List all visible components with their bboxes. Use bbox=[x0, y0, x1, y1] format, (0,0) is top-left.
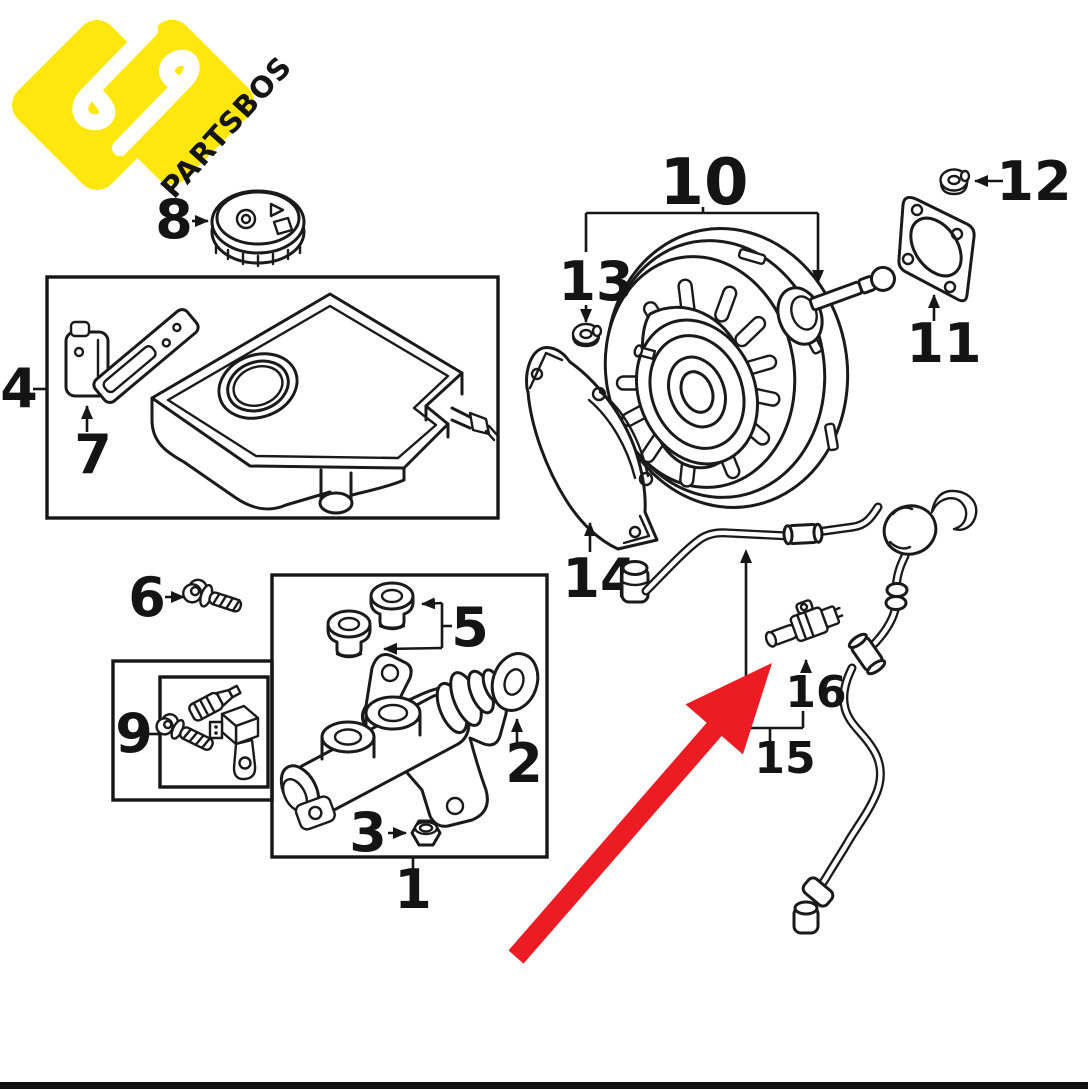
highlight-arrow bbox=[508, 663, 772, 964]
part-11-gasket-icon bbox=[897, 196, 976, 303]
group-box-4 bbox=[45, 275, 500, 520]
logo-shape-icon bbox=[11, 19, 255, 191]
leader-10-bracket bbox=[584, 207, 818, 252]
callout-9: 9 bbox=[115, 702, 153, 765]
part-4-fluid-reservoir-icon bbox=[150, 292, 500, 515]
leader-5a bbox=[421, 597, 443, 610]
part-15-vacuum-pipe-icon bbox=[620, 489, 978, 935]
part-13-nut-icon bbox=[571, 322, 603, 348]
callout-3: 3 bbox=[349, 801, 387, 864]
callout-6: 6 bbox=[128, 566, 166, 629]
part-1-master-cylinder-icon bbox=[279, 653, 508, 831]
part-7-retainer-clip-icon bbox=[64, 308, 200, 404]
callout-4: 4 bbox=[0, 357, 38, 420]
leader-15-arrowhead bbox=[740, 549, 752, 563]
part-6-bolt-icon bbox=[182, 578, 243, 613]
part-14-heat-shield-icon bbox=[525, 346, 659, 551]
callout-11: 11 bbox=[906, 312, 981, 375]
group-box-9-outer bbox=[111, 659, 274, 802]
bottom-bar bbox=[0, 1082, 1088, 1089]
leader-5b bbox=[383, 642, 443, 655]
partsbos-logo: PARTSBOS bbox=[11, 19, 299, 205]
callout-16: 16 bbox=[785, 667, 846, 718]
part-12-nut-icon bbox=[939, 168, 971, 196]
callout-8: 8 bbox=[155, 188, 193, 251]
callout-15: 15 bbox=[754, 733, 815, 784]
part-9-sensor-kit-icon bbox=[155, 684, 260, 781]
part-16-sensor-icon bbox=[764, 599, 844, 648]
callout-13: 13 bbox=[558, 250, 633, 313]
callout-7: 7 bbox=[74, 423, 112, 486]
part-5-grommets-icon bbox=[326, 581, 415, 659]
callout-5: 5 bbox=[451, 596, 489, 659]
callout-2: 2 bbox=[505, 732, 543, 795]
leader-5-bracket bbox=[440, 603, 452, 648]
callout-12: 12 bbox=[996, 150, 1071, 213]
part-8-reservoir-cap-icon bbox=[210, 189, 306, 268]
part-2-seal-icon bbox=[490, 652, 540, 712]
part-10-brake-booster-icon bbox=[603, 227, 896, 509]
part-3-nut-icon bbox=[410, 819, 442, 847]
